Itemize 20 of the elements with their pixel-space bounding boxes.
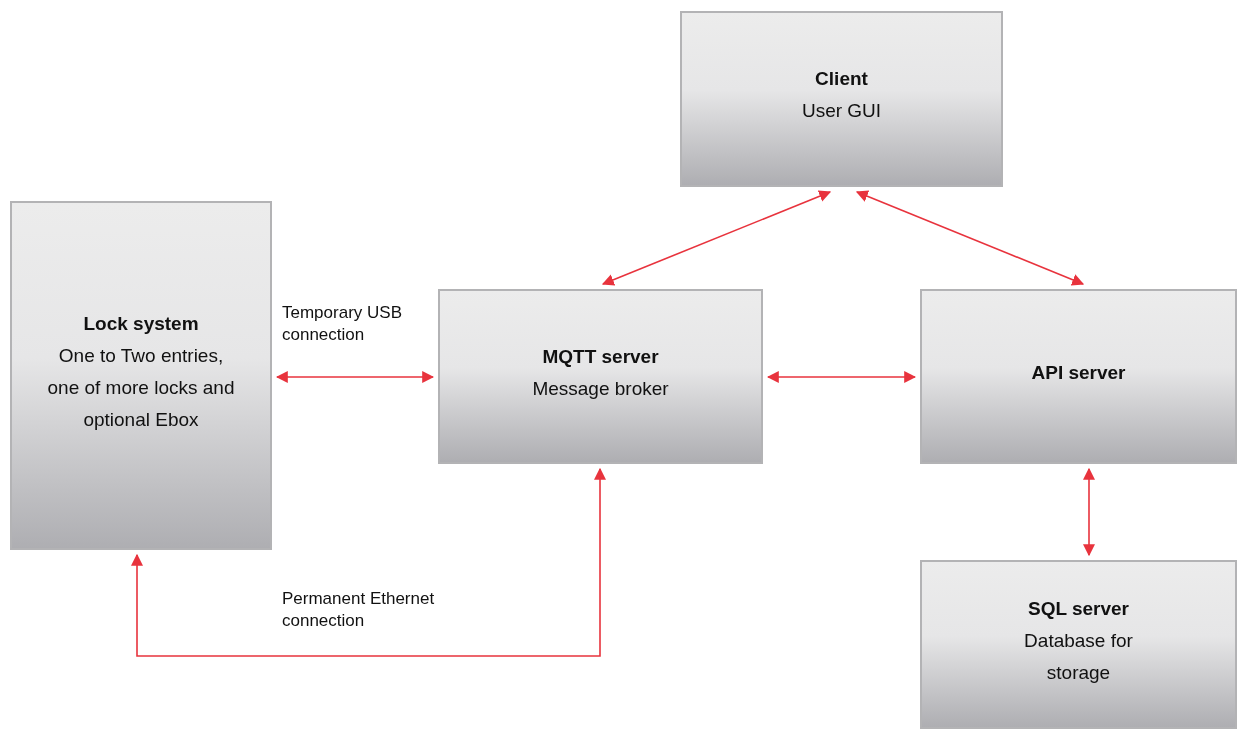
node-title: Lock system	[83, 311, 199, 336]
node-description: Database for storage	[1023, 628, 1134, 685]
double-arrow	[601, 190, 832, 286]
server-box	[920, 560, 1237, 729]
server-box	[920, 289, 1237, 464]
node-title: SQL server	[1027, 596, 1130, 621]
node-title: API server	[1031, 360, 1126, 385]
node-description: Message broker	[532, 376, 669, 401]
server-box	[438, 289, 763, 464]
node-description: One to Two entries, one of more locks and optional Ebox	[46, 343, 236, 432]
double-arrow	[766, 371, 917, 383]
node-title: MQTT server	[542, 344, 659, 369]
node-description: User GUI	[801, 99, 882, 123]
double-arrow	[1083, 467, 1095, 557]
node-title: Client	[815, 67, 868, 91]
server-box	[680, 11, 1003, 187]
double-arrow	[275, 371, 435, 383]
double-arrow	[131, 467, 606, 657]
double-arrow	[855, 190, 1085, 286]
server-box	[10, 201, 272, 550]
